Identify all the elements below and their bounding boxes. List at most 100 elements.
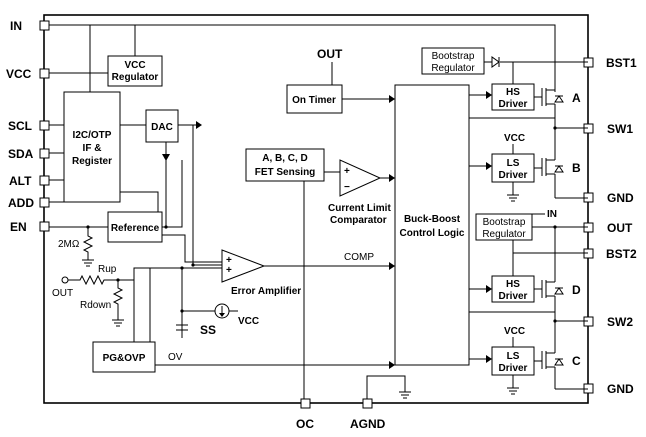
svg-text:ALT: ALT [9, 174, 32, 188]
pin-en: EN [10, 220, 50, 234]
ss-label: SS [200, 323, 216, 337]
ls1-arrow [486, 162, 492, 170]
current-limit-comparator: + − Current Limit Comparator [328, 159, 391, 226]
res-2m-label: 2MΩ [58, 239, 80, 250]
hs1-wires [512, 62, 542, 98]
hs2-arrow [486, 285, 492, 293]
svg-text:Register: Register [72, 156, 112, 167]
ls2-gnd [507, 387, 519, 395]
fet-d: D [541, 227, 581, 321]
svg-text:Reference: Reference [111, 223, 160, 234]
vcc-regulator-block: VCC Regulator [107, 55, 163, 87]
pin-vcc: VCC [6, 67, 50, 81]
rdown-label: Rdown [80, 300, 111, 311]
i2c-otp-block: I2C/OTP IF & Register [63, 91, 121, 203]
svg-text:VCC: VCC [6, 67, 32, 81]
svg-text:Buck-Boost: Buck-Boost [404, 214, 461, 225]
fet-b: B [541, 128, 581, 198]
svg-text:VCC: VCC [124, 60, 145, 71]
i2c-to-ref [120, 191, 159, 212]
bootstrap-regulator-1: Bootstrap Regulator [421, 47, 485, 75]
in-bootstrap2: IN [547, 209, 557, 220]
reference-block: Reference [107, 211, 163, 243]
svg-text:OUT: OUT [607, 221, 633, 235]
svg-text:Bootstrap: Bootstrap [483, 217, 526, 228]
vcc-ls2: VCC [504, 326, 525, 337]
svg-text:Regulator: Regulator [431, 63, 475, 74]
svg-text:HS: HS [506, 279, 520, 290]
bst2-wire [512, 240, 588, 254]
ov-arrow [389, 361, 395, 369]
cmp-arrow [389, 174, 395, 182]
svg-text:+: + [226, 265, 232, 276]
svg-text:DAC: DAC [151, 122, 173, 133]
pin-bst1: BST1 [583, 56, 637, 70]
ls2-arrow [486, 355, 492, 363]
svg-text:+: + [344, 166, 350, 177]
res-2m [82, 227, 94, 260]
dac-arrow-head [196, 121, 202, 129]
svg-text:EN: EN [10, 220, 27, 234]
svg-text:−: − [344, 182, 350, 193]
ov-label: OV [168, 352, 183, 363]
dac-to-ea [192, 125, 222, 266]
svg-text:OC: OC [296, 417, 314, 431]
dac-down-arrow [162, 154, 170, 161]
svg-text:Error Amplifier: Error Amplifier [231, 286, 301, 297]
pgovp-block: PG&OVP [92, 341, 156, 373]
svg-text:D: D [572, 283, 581, 297]
rup-resistor [68, 274, 118, 286]
svg-text:LS: LS [507, 351, 520, 362]
svg-text:A, B, C, D: A, B, C, D [262, 153, 308, 164]
fet-sensing-block: A, B, C, D FET Sensing [245, 148, 325, 182]
error-amplifier: + + Error Amplifier [221, 249, 301, 297]
pin-scl: SCL [8, 119, 50, 133]
svg-text:AGND: AGND [350, 417, 386, 431]
out-fb-terminal [61, 276, 69, 284]
svg-text:SW2: SW2 [607, 315, 633, 329]
pin-gnd2: GND [583, 382, 634, 396]
ls-driver-1: LS Driver [491, 153, 535, 183]
svg-text:A: A [572, 91, 581, 105]
on-timer-block: On Timer [286, 84, 343, 114]
ls-driver-2: LS Driver [491, 346, 535, 376]
svg-text:Comparator: Comparator [330, 215, 387, 226]
comp-label: COMP [344, 252, 374, 263]
ref-out [162, 160, 222, 263]
ontimer-arrow [389, 95, 395, 103]
svg-text:Driver: Driver [499, 363, 528, 374]
out-top-label: OUT [317, 47, 343, 61]
buck-boost-logic-block: Buck-Boost Control Logic [394, 84, 470, 366]
svg-text:SDA: SDA [8, 147, 34, 161]
out-fb-label: OUT [52, 288, 73, 299]
ls1-gnd [507, 194, 519, 202]
svg-text:FET Sensing: FET Sensing [255, 167, 316, 178]
svg-text:Driver: Driver [499, 291, 528, 302]
fet-a: A [541, 84, 581, 128]
svg-text:BST2: BST2 [606, 247, 637, 261]
svg-text:Driver: Driver [499, 170, 528, 181]
rup-label: Rup [98, 264, 117, 275]
svg-text:C: C [572, 354, 581, 368]
svg-text:SW1: SW1 [607, 122, 633, 136]
bootstrap-regulator-2: Bootstrap Regulator [475, 213, 533, 241]
svg-text:IN: IN [10, 19, 22, 33]
pin-sw1: SW1 [583, 122, 633, 136]
pin-oc: OC [296, 398, 314, 431]
rdown-resistor [112, 280, 124, 320]
svg-text:PG&OVP: PG&OVP [103, 353, 146, 364]
pin-alt: ALT [9, 174, 50, 188]
svg-text:GND: GND [607, 382, 634, 396]
hs1-arrow [486, 91, 492, 99]
svg-text:ADD: ADD [8, 196, 34, 210]
gnd-2m [82, 259, 94, 267]
node-ss [180, 309, 184, 313]
svg-text:SCL: SCL [8, 119, 32, 133]
svg-text:On Timer: On Timer [292, 95, 336, 106]
svg-text:HS: HS [506, 87, 520, 98]
hs2-wires [512, 253, 542, 290]
node-ea [191, 263, 195, 267]
pin-add: ADD [8, 196, 50, 210]
ss-src-arrow-head [219, 313, 225, 317]
